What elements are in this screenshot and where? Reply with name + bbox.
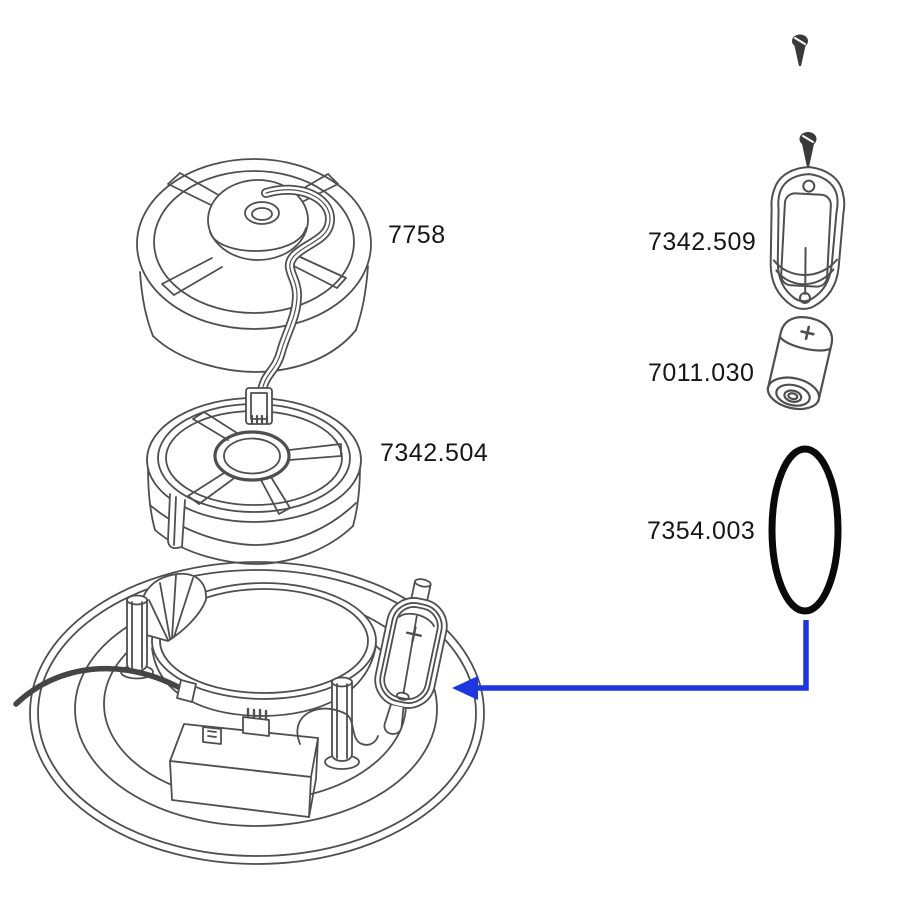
battery-drawing <box>766 316 834 411</box>
base-electronics-box <box>169 707 319 818</box>
o-ring-drawing <box>768 445 842 615</box>
screw-icon <box>799 132 817 167</box>
battery-compartment-drawing <box>769 166 846 310</box>
cable-connector <box>245 387 273 425</box>
base-left-post <box>120 594 154 680</box>
pump-unit-drawing <box>136 158 372 425</box>
pointer-arrow <box>452 620 809 700</box>
part-label-battery: 7011.030 <box>648 359 755 387</box>
base-right-post <box>324 676 360 770</box>
base-wire <box>296 707 379 746</box>
diagram-linework <box>13 34 846 865</box>
arrow-left-icon <box>452 676 478 700</box>
base-assembly-drawing <box>13 561 485 865</box>
part-label-pump-unit: 7758 <box>388 221 446 249</box>
base-chamber <box>151 582 377 717</box>
screw-icon <box>792 34 808 66</box>
pointer-arrow-line <box>474 620 809 691</box>
base-battery-holder <box>374 578 448 735</box>
power-cable <box>13 665 187 707</box>
part-label-battery-compartment: 7342.509 <box>648 228 757 256</box>
cable-grommet <box>176 679 197 703</box>
rotor-housing-drawing <box>146 397 362 565</box>
pump-cable <box>257 184 335 396</box>
part-label-o-ring: 7354.003 <box>647 517 756 545</box>
part-label-rotor-housing: 7342.504 <box>380 439 489 467</box>
